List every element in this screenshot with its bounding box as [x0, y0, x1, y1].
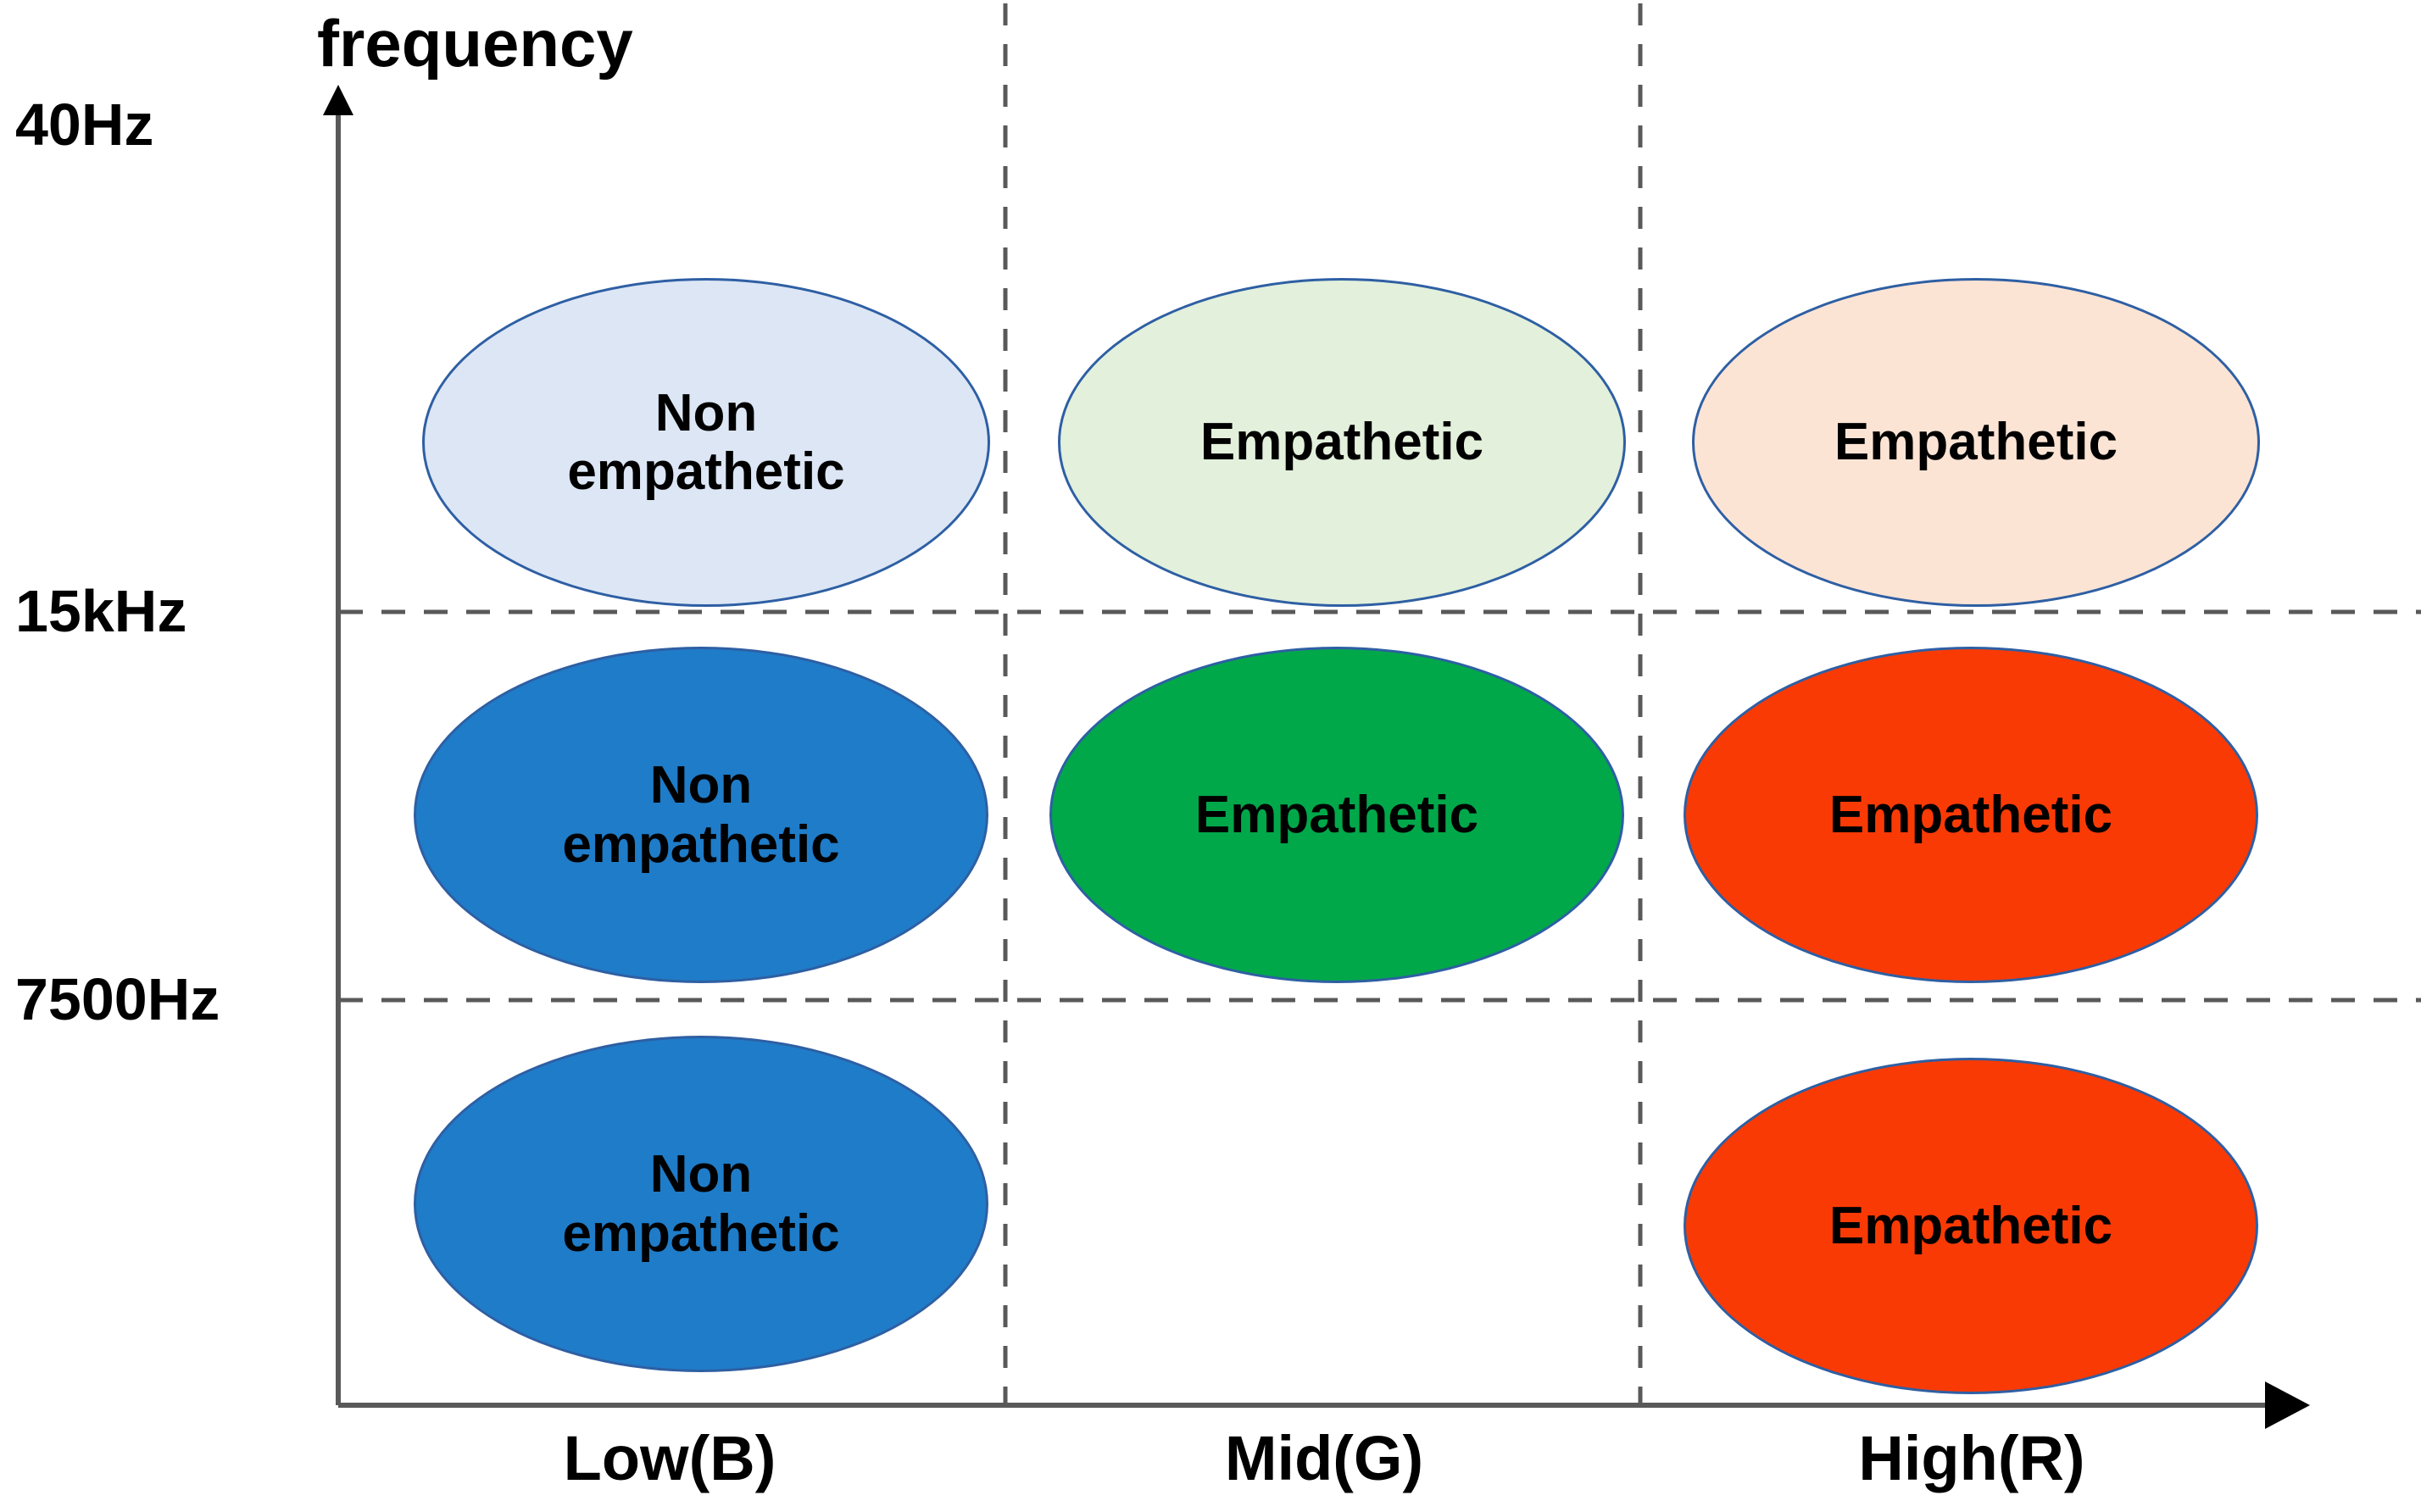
- y-tick-label-7500hz: 7500Hz: [15, 966, 220, 1032]
- cell-label: Non empathetic: [562, 756, 840, 874]
- cell-label: Empathetic: [1199, 413, 1484, 472]
- y-axis-title: frequency: [317, 6, 633, 81]
- x-tick-label-high: High(R): [1858, 1423, 2085, 1493]
- cell-high-high-band[interactable]: Empathetic: [1692, 278, 2260, 607]
- cell-mid-high-band[interactable]: Empathetic: [1058, 278, 1626, 607]
- cell-mid-mid-band[interactable]: Empathetic: [1049, 647, 1624, 983]
- cell-low-mid-band[interactable]: Non empathetic: [414, 647, 988, 983]
- x-tick-label-low: Low(B): [563, 1423, 776, 1493]
- cell-high-low-band[interactable]: Empathetic: [1684, 1058, 2258, 1394]
- cell-label: Empathetic: [1828, 1196, 2113, 1255]
- cell-low-high-band[interactable]: Non empathetic: [422, 278, 990, 607]
- cell-label: Non empathetic: [567, 383, 845, 501]
- cell-low-low-band[interactable]: Non empathetic: [414, 1036, 988, 1372]
- x-tick-label-mid: Mid(G): [1224, 1423, 1424, 1493]
- y-axis-arrowhead: [323, 85, 353, 115]
- cell-label: Empathetic: [1194, 785, 1479, 844]
- y-tick-label-15khz: 15kHz: [15, 578, 187, 644]
- x-axis-arrowhead: [2265, 1381, 2310, 1429]
- cell-label: Empathetic: [1834, 413, 2118, 472]
- cell-high-mid-band[interactable]: Empathetic: [1684, 647, 2258, 983]
- cell-label: Non empathetic: [562, 1145, 840, 1263]
- y-tick-label-40hz: 40Hz: [15, 92, 154, 158]
- cell-label: Empathetic: [1828, 785, 2113, 844]
